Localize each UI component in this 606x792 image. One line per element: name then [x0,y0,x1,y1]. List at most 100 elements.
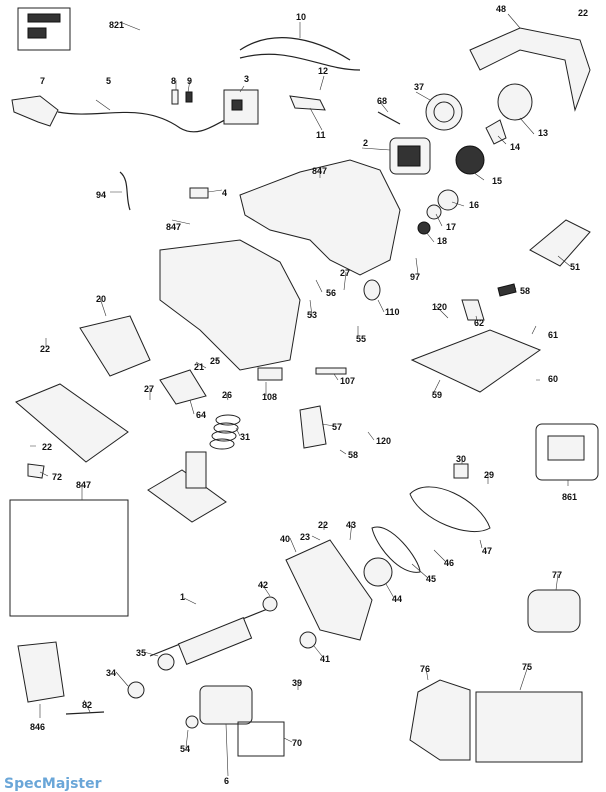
label-26: 26 [222,390,232,400]
label-4: 4 [222,188,227,198]
label-29: 29 [484,470,494,480]
part-58-screw [497,283,517,297]
label-47: 47 [482,546,492,556]
label-22-left: 22 [40,344,50,354]
part-37-baffle [425,93,463,131]
label-10: 10 [296,12,306,22]
part-20-cover [79,315,151,377]
label-43: 43 [346,520,356,530]
part-62-clamp [461,299,485,321]
part-41-bearing [299,631,317,649]
part-77-end-cap [527,589,581,633]
label-861: 861 [562,492,577,502]
label-13: 13 [538,128,548,138]
label-41: 41 [320,654,330,664]
label-58-upper: 58 [520,286,530,296]
label-58-lower: 58 [348,450,358,460]
part-42-bearing [262,596,278,612]
part-8-screw [171,89,179,105]
part-821-nameplate [17,7,71,51]
label-57: 57 [332,422,342,432]
part-107-pin [315,367,347,375]
label-1: 1 [180,592,185,602]
label-17: 17 [446,222,456,232]
part-847-motor-housing [239,159,401,276]
label-37: 37 [414,82,424,92]
label-72: 72 [52,472,62,482]
label-16: 16 [469,200,479,210]
label-821: 821 [109,20,124,30]
label-110: 110 [385,307,400,317]
part-846-grease [17,641,65,703]
part-72-clip [27,463,45,479]
label-18: 18 [437,236,447,246]
label-847-mid: 847 [166,222,181,232]
part-1-armature [149,607,271,665]
label-847-top: 847 [312,166,327,176]
label-39: 39 [292,678,302,688]
label-120-lower: 120 [376,436,391,446]
watermark: SpecMajster [4,776,102,792]
label-94: 94 [96,190,106,200]
label-120-upper: 120 [432,302,447,312]
part-15-bearing-housing [455,145,485,175]
part-30-label [453,463,469,479]
part-4-brush-holder [189,187,209,199]
label-846: 846 [30,722,45,732]
part-31-spring [209,414,241,450]
label-40: 40 [280,534,290,544]
label-77: 77 [552,570,562,580]
part-94-wire [119,171,131,211]
label-76: 76 [420,664,430,674]
label-48: 48 [496,4,506,14]
part-10-cable [239,37,351,61]
label-15: 15 [492,176,502,186]
label-35: 35 [136,648,146,658]
label-31: 31 [240,432,250,442]
part-861-kit-frame [535,423,599,481]
part-57-bracket [299,405,327,449]
label-97: 97 [410,272,420,282]
label-46: 46 [444,558,454,568]
part-51-dust-spout [529,219,591,267]
part-75-dust-bag [475,691,583,763]
label-12: 12 [318,66,328,76]
label-59: 59 [432,390,442,400]
label-22-gear: 22 [318,520,328,530]
part-9-screw [185,91,193,103]
part-14-sleeve [485,119,507,145]
label-30: 30 [456,454,466,464]
part-35-fan [157,653,175,671]
part-shoe-plate [147,469,227,523]
label-70: 70 [292,738,302,748]
part-34-bearing [127,681,145,699]
part-18-nut [417,221,431,235]
part-17-washer [426,204,442,220]
label-82: 82 [82,700,92,710]
label-20: 20 [96,294,106,304]
label-847-inset: 847 [76,480,91,490]
label-62: 62 [474,318,484,328]
label-42: 42 [258,580,268,590]
label-3: 3 [244,74,249,84]
part-82-wrench [65,711,105,715]
label-23: 23 [300,532,310,542]
label-2: 2 [363,138,368,148]
label-27-lower: 27 [144,384,154,394]
label-7: 7 [40,76,45,86]
label-45: 45 [426,574,436,584]
part-7-strain-relief [11,95,59,127]
part-16-bearing [437,189,459,211]
label-22-base: 22 [42,442,52,452]
part-base-plate [15,383,129,463]
label-21: 21 [194,362,204,372]
label-75: 75 [522,662,532,672]
part-44-pulley [363,557,393,587]
label-61: 61 [548,330,558,340]
part-70-brush-set [237,721,285,757]
label-6: 6 [224,776,229,786]
part-48-handle-housing [469,27,591,112]
label-27-upper: 27 [340,268,350,278]
part-6-motor-body [199,685,253,725]
